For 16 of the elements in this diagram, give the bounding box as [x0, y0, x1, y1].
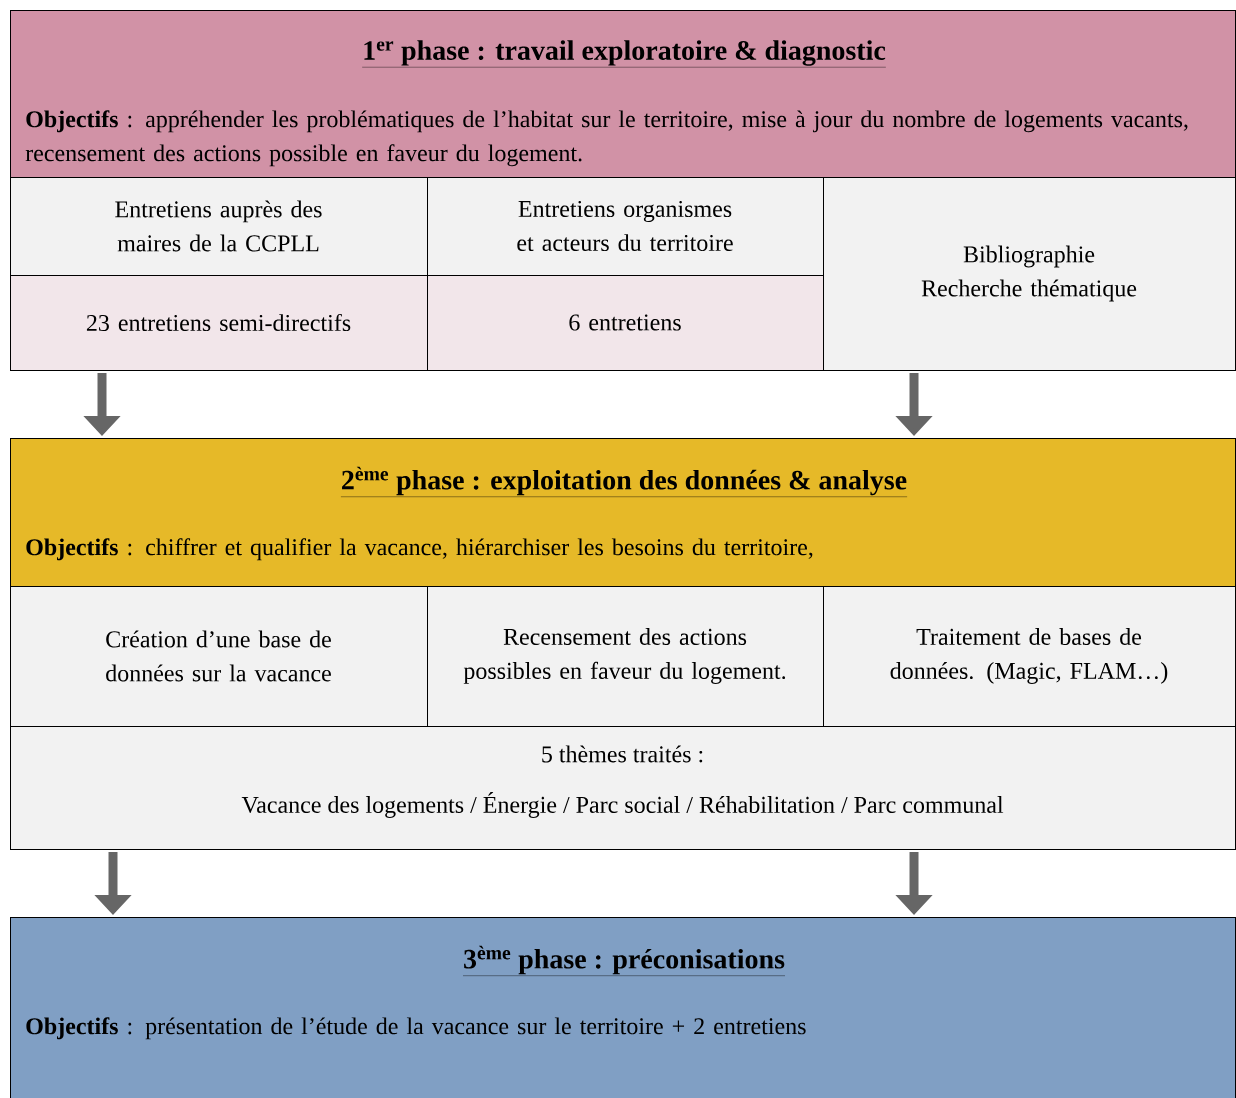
phase-heading: 2$^{ème}$ phase : exploitation des données & analyse [340, 466, 908, 497]
objectives-text: Objectifs : présentation de l’étude de la vacance sur le territoire + 2 entretiens [26, 1017, 806, 1040]
objectives-text: Objectifs : chiffrer et qualifier la vacance, hiérarchiser les besoins du territoire, [26, 538, 813, 561]
node-label: Vacance des logements / Énergie / Parc social / Réhabilitation / Parc communal [241, 792, 1004, 818]
table-cell: 23 entretiens semi-directifs [10, 275, 428, 371]
table-cell: Entretiens auprès des maires de la CCPLL [10, 177, 428, 276]
phase-heading: 1$^{er}$ phase : travail exploratoire & diagnostic [361, 40, 887, 68]
objectives-text: Objectifs : appréhender les problématiques de l’habitat sur le territoire, mise à jour du nombre de logements vacants, recensement des actions possible en faveur du logement. [25, 110, 1188, 167]
table-cell: Création d’une base de données sur la vacance [10, 586, 428, 727]
table-cell: Recensement des actions possibles en faveur du logement. [427, 586, 824, 727]
node-label: 5 thèmes traités : [542, 745, 703, 763]
table-cell: 6 entretiens [427, 275, 824, 371]
phase-heading: 3$^{ème}$ phase : préconisations [462, 945, 786, 976]
node-label: Traitement de bases de données. (Magic, FLAM…) [890, 628, 1168, 684]
table-cell: Traitement de bases de données. (Magic, FLAM…) [823, 586, 1236, 727]
table-cell: Entretiens organismes et acteurs du territoire [427, 177, 824, 276]
